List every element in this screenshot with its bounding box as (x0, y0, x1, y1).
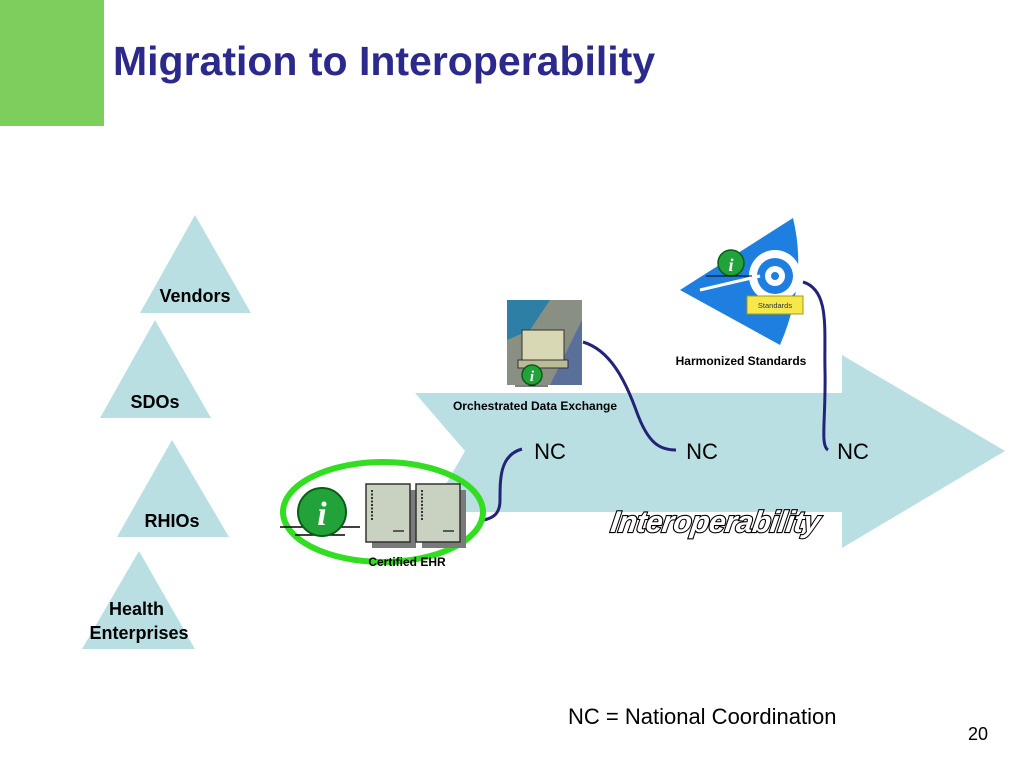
connector-ehr (483, 447, 523, 522)
nc-label-1: NC (534, 439, 566, 464)
harmonized-standards-group: i Standards Harmonized Standards (676, 218, 807, 368)
triangle-health-enterprises (82, 551, 195, 649)
svg-text:i: i (530, 369, 535, 385)
target-icon: i Standards (680, 218, 804, 345)
pyramid-label-rhios: RHIOs (144, 511, 199, 531)
corner-accent (0, 0, 104, 126)
nc-label-2: NC (686, 439, 718, 464)
orchestrated-exchange-group: i Orchestrated Data Exchange (453, 300, 617, 413)
interoperability-arrow (415, 355, 1005, 548)
page-number: 20 (968, 724, 989, 744)
server-icon (365, 483, 466, 548)
svg-text:i: i (317, 496, 327, 533)
certified-ehr-label: Certified EHR (368, 555, 446, 569)
pyramid-label-sdos: SDOs (130, 392, 179, 412)
certified-ehr-highlight (280, 459, 486, 565)
standards-tag-label: Standards (758, 301, 792, 310)
certified-ehr-group: i Certified EHR (280, 459, 486, 569)
triangle-vendors (140, 215, 251, 313)
svg-text:Interoperability: Interoperability (609, 506, 824, 539)
interoperability-label: Interoperability (608, 505, 825, 540)
slide-title: Migration to Interoperability (113, 38, 656, 84)
harmonized-standards-label: Harmonized Standards (676, 354, 807, 368)
triangle-sdos (100, 320, 211, 418)
svg-text:i: i (728, 255, 733, 275)
triangle-rhios (117, 440, 229, 537)
footnote: NC = National Coordination (568, 704, 837, 729)
pyramid-label-health-enterprises: Health Enterprises (89, 599, 188, 643)
nc-label-3: NC (837, 439, 869, 464)
connector-standards (802, 280, 830, 452)
connector-exchange (582, 340, 677, 452)
orchestrated-exchange-label: Orchestrated Data Exchange (453, 399, 617, 413)
pyramid-label-vendors: Vendors (159, 286, 230, 306)
computer-collage-icon: i (507, 300, 582, 387)
info-icon: i (280, 487, 360, 537)
